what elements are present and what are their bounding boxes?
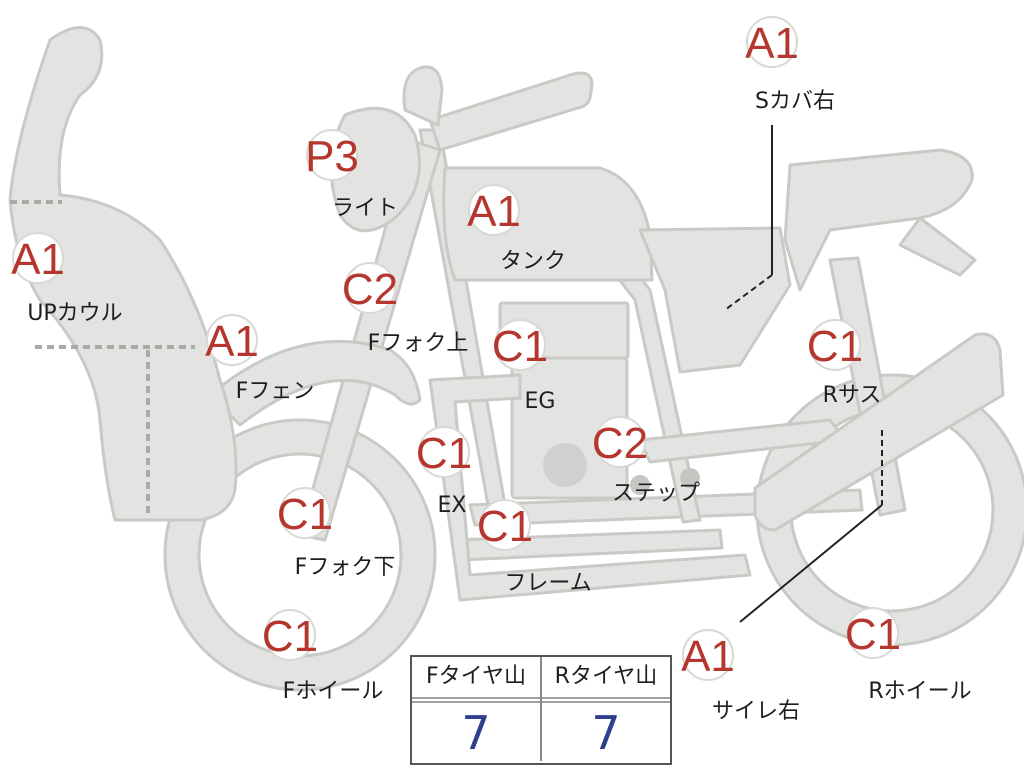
front-fender-marker: A1 Fフェン	[205, 314, 315, 404]
rear-tire-value: 7	[591, 706, 621, 760]
upper-cowl-grade: A1	[11, 235, 65, 284]
step-grade: C2	[592, 419, 648, 468]
silencer-shape	[753, 332, 1005, 532]
tank-grade: A1	[467, 187, 521, 236]
front-fork-upper-grade: C2	[342, 265, 398, 314]
upper-cowl-label: UPカウル	[27, 301, 122, 326]
tank-marker: A1 タンク	[467, 184, 566, 274]
s-cover-right-grade: A1	[745, 19, 799, 68]
front-fork-upper-label: Fフォク上	[368, 331, 469, 356]
s-cover-right-marker: A1 Sカバ右	[745, 16, 835, 114]
upper-cowl-marker: A1 UPカウル	[11, 232, 123, 326]
front-tire-header: Fタイヤ山	[412, 657, 540, 703]
rear-wheel-marker: C1 Rホイール	[845, 607, 972, 704]
front-wheel-grade: C1	[262, 612, 318, 661]
frame-label: フレーム	[504, 571, 591, 596]
step-label: ステップ	[612, 481, 700, 506]
rear-wheel-label: Rホイール	[868, 679, 971, 704]
tire-table-divider	[540, 657, 542, 703]
tire-table-divider	[540, 703, 542, 761]
exhaust-grade: C1	[416, 429, 472, 478]
silencer-right-grade: A1	[681, 632, 735, 681]
front-fender-grade: A1	[205, 317, 259, 366]
exhaust-label: EX	[438, 493, 467, 518]
silencer-right-marker: A1 サイレ右	[681, 629, 800, 724]
front-fork-lower-marker: C1 Fフォク下	[277, 487, 396, 580]
side-cover-shape	[638, 226, 792, 374]
handlebar-shape	[428, 71, 594, 152]
front-fork-shape	[298, 138, 442, 542]
front-tire-value: 7	[461, 706, 491, 760]
mirror-shape	[402, 65, 444, 127]
tire-table-value-row: 7 7	[412, 703, 670, 761]
tire-table-header-row: Fタイヤ山 Rタイヤ山	[412, 657, 670, 703]
exhaust-marker: C1 EX	[416, 426, 472, 518]
frame-grade: C1	[477, 502, 533, 551]
silencer-leader	[739, 504, 883, 623]
grade-markers: A1 Sカバ右 P3 ライト A1 タンク A1 UPカウル C2 Fフォク上 …	[11, 16, 972, 724]
light-grade: P3	[305, 132, 359, 181]
engine-grade: C1	[492, 322, 548, 371]
exhaust-shape	[428, 373, 752, 602]
seat-shape	[783, 148, 974, 292]
front-fender-shape	[208, 339, 422, 427]
rear-suspension-marker: C1 Rサス	[807, 319, 882, 408]
front-wheel-marker: C1 Fホイール	[262, 609, 384, 704]
s-cover-right-label: Sカバ右	[755, 89, 835, 114]
silencer-right-label: サイレ右	[712, 699, 800, 724]
rear-tire-header: Rタイヤ山	[542, 657, 670, 703]
light-marker: P3 ライト	[305, 129, 398, 221]
front-fork-lower-label: Fフォク下	[295, 555, 396, 580]
step-marker: C2 ステップ	[592, 416, 700, 506]
tank-label: タンク	[500, 249, 566, 274]
rear-wheel-grade: C1	[845, 610, 901, 659]
tire-tread-table: Fタイヤ山 Rタイヤ山 7 7	[410, 655, 672, 765]
light-label: ライト	[332, 196, 398, 221]
rear-cowl-shape	[898, 216, 977, 277]
front-fork-upper-marker: C2 Fフォク上	[342, 262, 469, 356]
front-wheel-label: Fホイール	[283, 679, 384, 704]
rear-suspension-grade: C1	[807, 322, 863, 371]
engine-marker: C1 EG	[492, 319, 556, 414]
engine-label: EG	[525, 389, 556, 414]
front-fender-label: Fフェン	[236, 379, 315, 404]
rear-suspension-label: Rサス	[823, 383, 882, 408]
front-fork-lower-grade: C1	[277, 490, 333, 539]
frame-marker: C1 フレーム	[477, 499, 592, 596]
